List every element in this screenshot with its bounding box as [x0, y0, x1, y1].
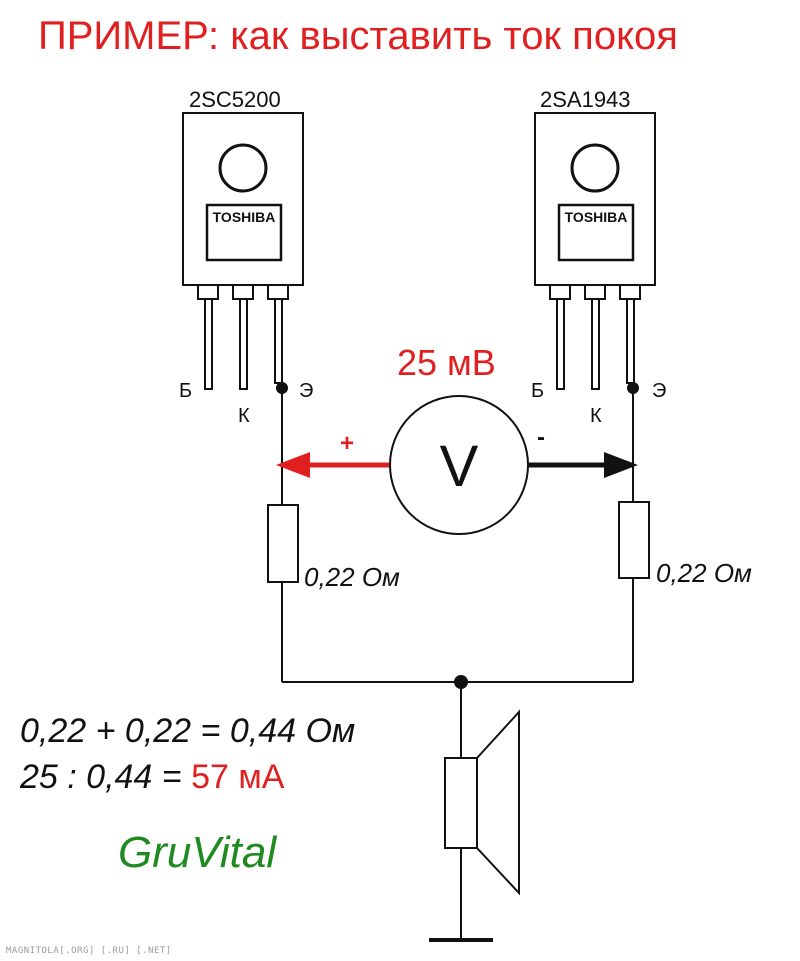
calc-current-result: 57 мА	[191, 758, 285, 796]
minus-probe-arrow	[604, 452, 638, 478]
calc-current-prefix: 25 : 0,44 =	[20, 758, 192, 796]
transistor-right-part-label: 2SA1943	[540, 87, 631, 112]
transistor-logo: TOSHIBA	[565, 209, 628, 225]
voltmeter: V	[389, 395, 529, 535]
pin-label-base-right: Б	[531, 380, 545, 402]
resistor-right-value: 0,22 Ом	[656, 558, 752, 588]
pin-label-collector-right: К	[590, 405, 602, 427]
calc-line-current: 25 : 0,44 = 57 мА	[20, 758, 284, 797]
speaker	[444, 709, 520, 896]
resistor-right	[618, 501, 650, 579]
transistor-left-part-label: 2SC5200	[189, 87, 281, 112]
pin-label-emitter-left: Э	[299, 380, 314, 402]
voltage-reading: 25 мВ	[397, 342, 496, 383]
transistor-right: TOSHIBA	[534, 112, 656, 390]
resistor-left	[267, 504, 299, 583]
voltmeter-symbol: V	[440, 434, 479, 499]
calc-line-sum: 0,22 + 0,22 = 0,44 Ом	[20, 712, 356, 750]
pin-label-base-left: Б	[179, 380, 193, 402]
plus-probe-arrow	[276, 452, 310, 478]
pin-label-collector-left: К	[238, 405, 250, 427]
common-junction	[454, 675, 468, 689]
author-signature: GruVital	[118, 828, 277, 877]
pin-label-emitter-right: Э	[652, 380, 667, 402]
resistor-left-value: 0,22 Ом	[304, 562, 400, 592]
transistor-left: TOSHIBA	[182, 112, 304, 390]
page-title: ПРИМЕР: как выставить ток покоя	[38, 14, 678, 58]
emitter-junction-right	[627, 382, 639, 394]
watermark: MAGNITOLA[.ORG] [.RU] [.NET]	[6, 946, 172, 956]
minus-sign: -	[537, 424, 545, 451]
emitter-junction-left	[276, 382, 288, 394]
transistor-logo: TOSHIBA	[213, 209, 276, 225]
plus-sign: +	[340, 430, 355, 457]
